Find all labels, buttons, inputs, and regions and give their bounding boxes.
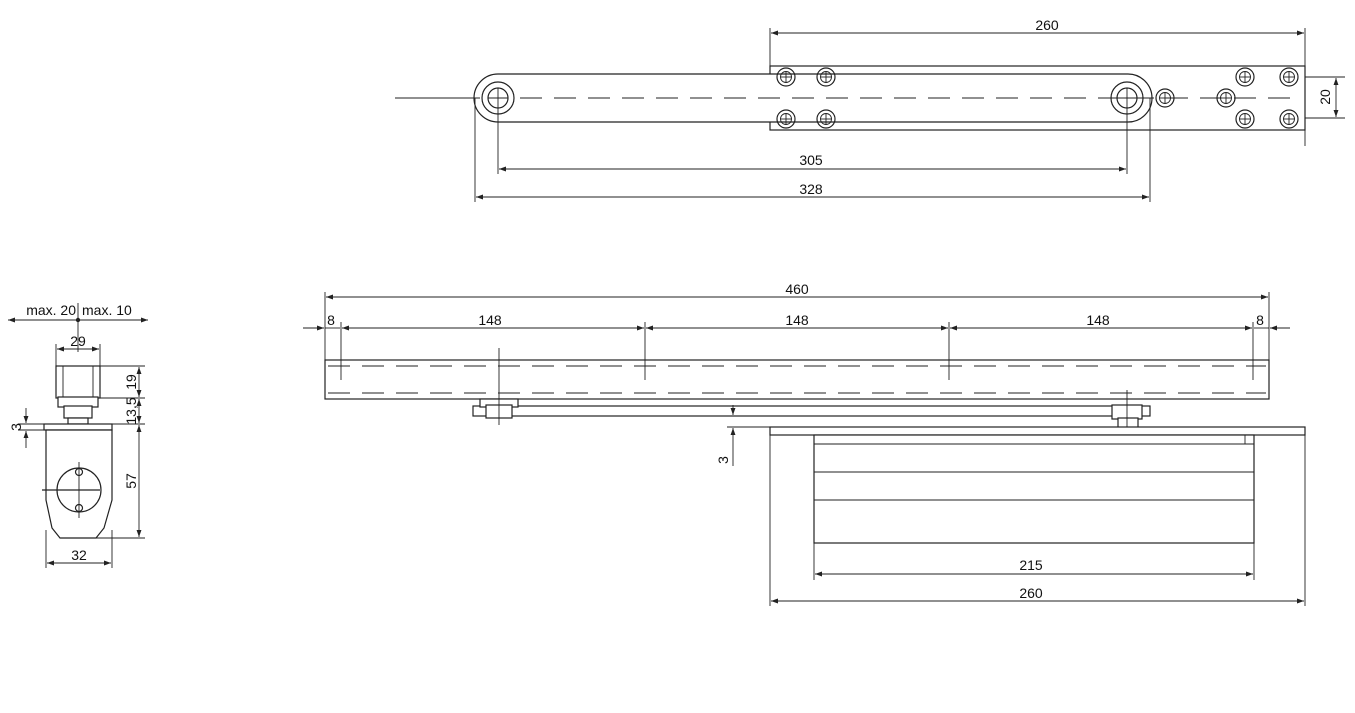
top-view: 260 20 305 328 xyxy=(395,17,1345,202)
dim-label-spacing-2: 148 xyxy=(785,312,809,328)
front-mounting-plate xyxy=(769,426,1306,436)
dim-label-max-left: max. 20 xyxy=(26,302,76,318)
screw-icon xyxy=(1235,109,1255,129)
screw-icon xyxy=(816,67,836,87)
dim-label-body-length: 215 xyxy=(1019,557,1043,573)
arm-strip xyxy=(472,405,1151,417)
screw-icon xyxy=(776,67,796,87)
dim-label-plate-length-front: 260 xyxy=(1019,585,1043,601)
side-mounting-plate xyxy=(43,423,113,431)
closer-body xyxy=(813,434,1255,544)
screw-icon xyxy=(1216,88,1236,108)
dim-label-side-gap: 3 xyxy=(8,423,24,431)
dim-label-plate-length: 260 xyxy=(1035,17,1059,33)
dim-label-total-length: 460 xyxy=(785,281,809,297)
front-view: 460 8 148 148 148 8 3 215 260 xyxy=(303,281,1306,606)
dim-label-arm-outer: 328 xyxy=(799,181,823,197)
dim-label-max-right: max. 10 xyxy=(82,302,132,318)
screw-icon xyxy=(1279,67,1299,87)
screw-icon xyxy=(776,109,796,129)
dim-label-plate-height: 20 xyxy=(1317,89,1333,105)
dim-label-edge-right: 8 xyxy=(1256,312,1264,328)
dim-label-mid-height: 13,5 xyxy=(123,397,139,424)
plate-screws xyxy=(776,67,1299,129)
dim-label-bottom-width: 32 xyxy=(71,547,87,563)
slider-block xyxy=(479,348,519,425)
screw-icon xyxy=(1155,88,1175,108)
dim-label-edge-left: 8 xyxy=(327,312,335,328)
dim-label-spacing-1: 148 xyxy=(478,312,502,328)
side-view: max. 20 max. 10 29 19 13,5 57 xyxy=(8,302,148,568)
screw-icon xyxy=(1279,109,1299,129)
dim-label-gap: 3 xyxy=(715,456,731,464)
screw-icon xyxy=(816,109,836,129)
screw-icon xyxy=(1235,67,1255,87)
dim-label-body-height: 57 xyxy=(123,473,139,489)
dim-label-spacing-3: 148 xyxy=(1086,312,1110,328)
dim-label-top-height: 19 xyxy=(123,374,139,390)
dim-label-top-width: 29 xyxy=(70,333,86,349)
dim-label-arm-inner: 305 xyxy=(799,152,823,168)
